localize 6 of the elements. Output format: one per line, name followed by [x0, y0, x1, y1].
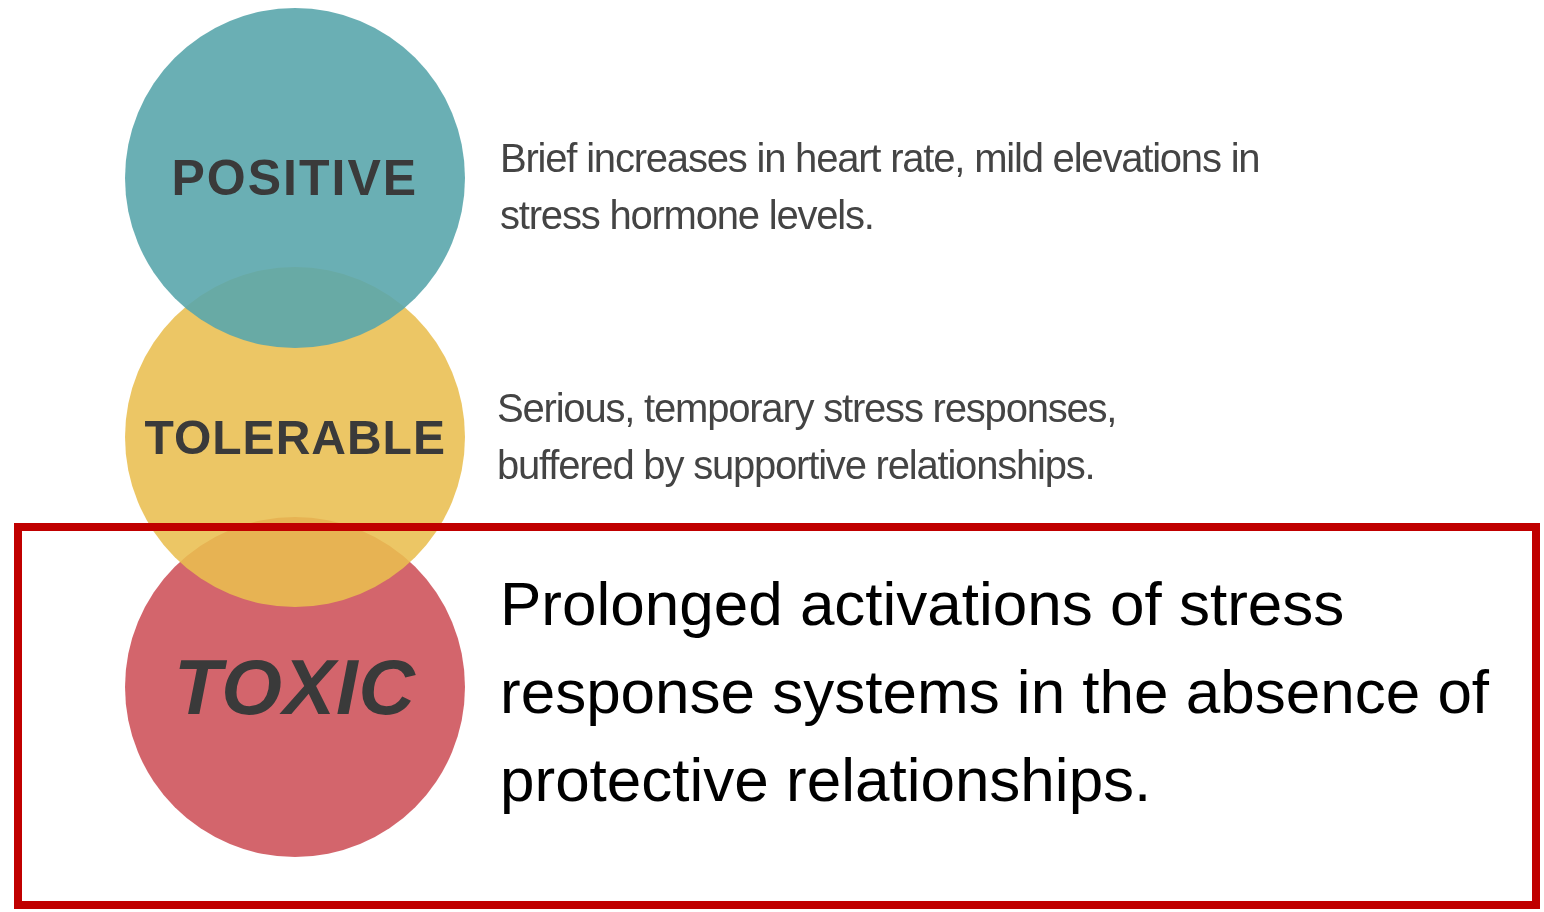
circle-label: POSITIVE: [171, 149, 419, 207]
description-text: Brief increases in heart rate, mild elevations in stress hormone levels.: [500, 135, 1261, 239]
circle-label: TOXIC: [174, 641, 416, 733]
circle-label: TOLERABLE: [144, 409, 446, 465]
description-text: Prolonged activations of stress response systems in the absence of protective relationships.: [500, 568, 1490, 816]
description-text: Serious, temporary stress responses, buffered by supportive relationships.: [497, 385, 1118, 489]
